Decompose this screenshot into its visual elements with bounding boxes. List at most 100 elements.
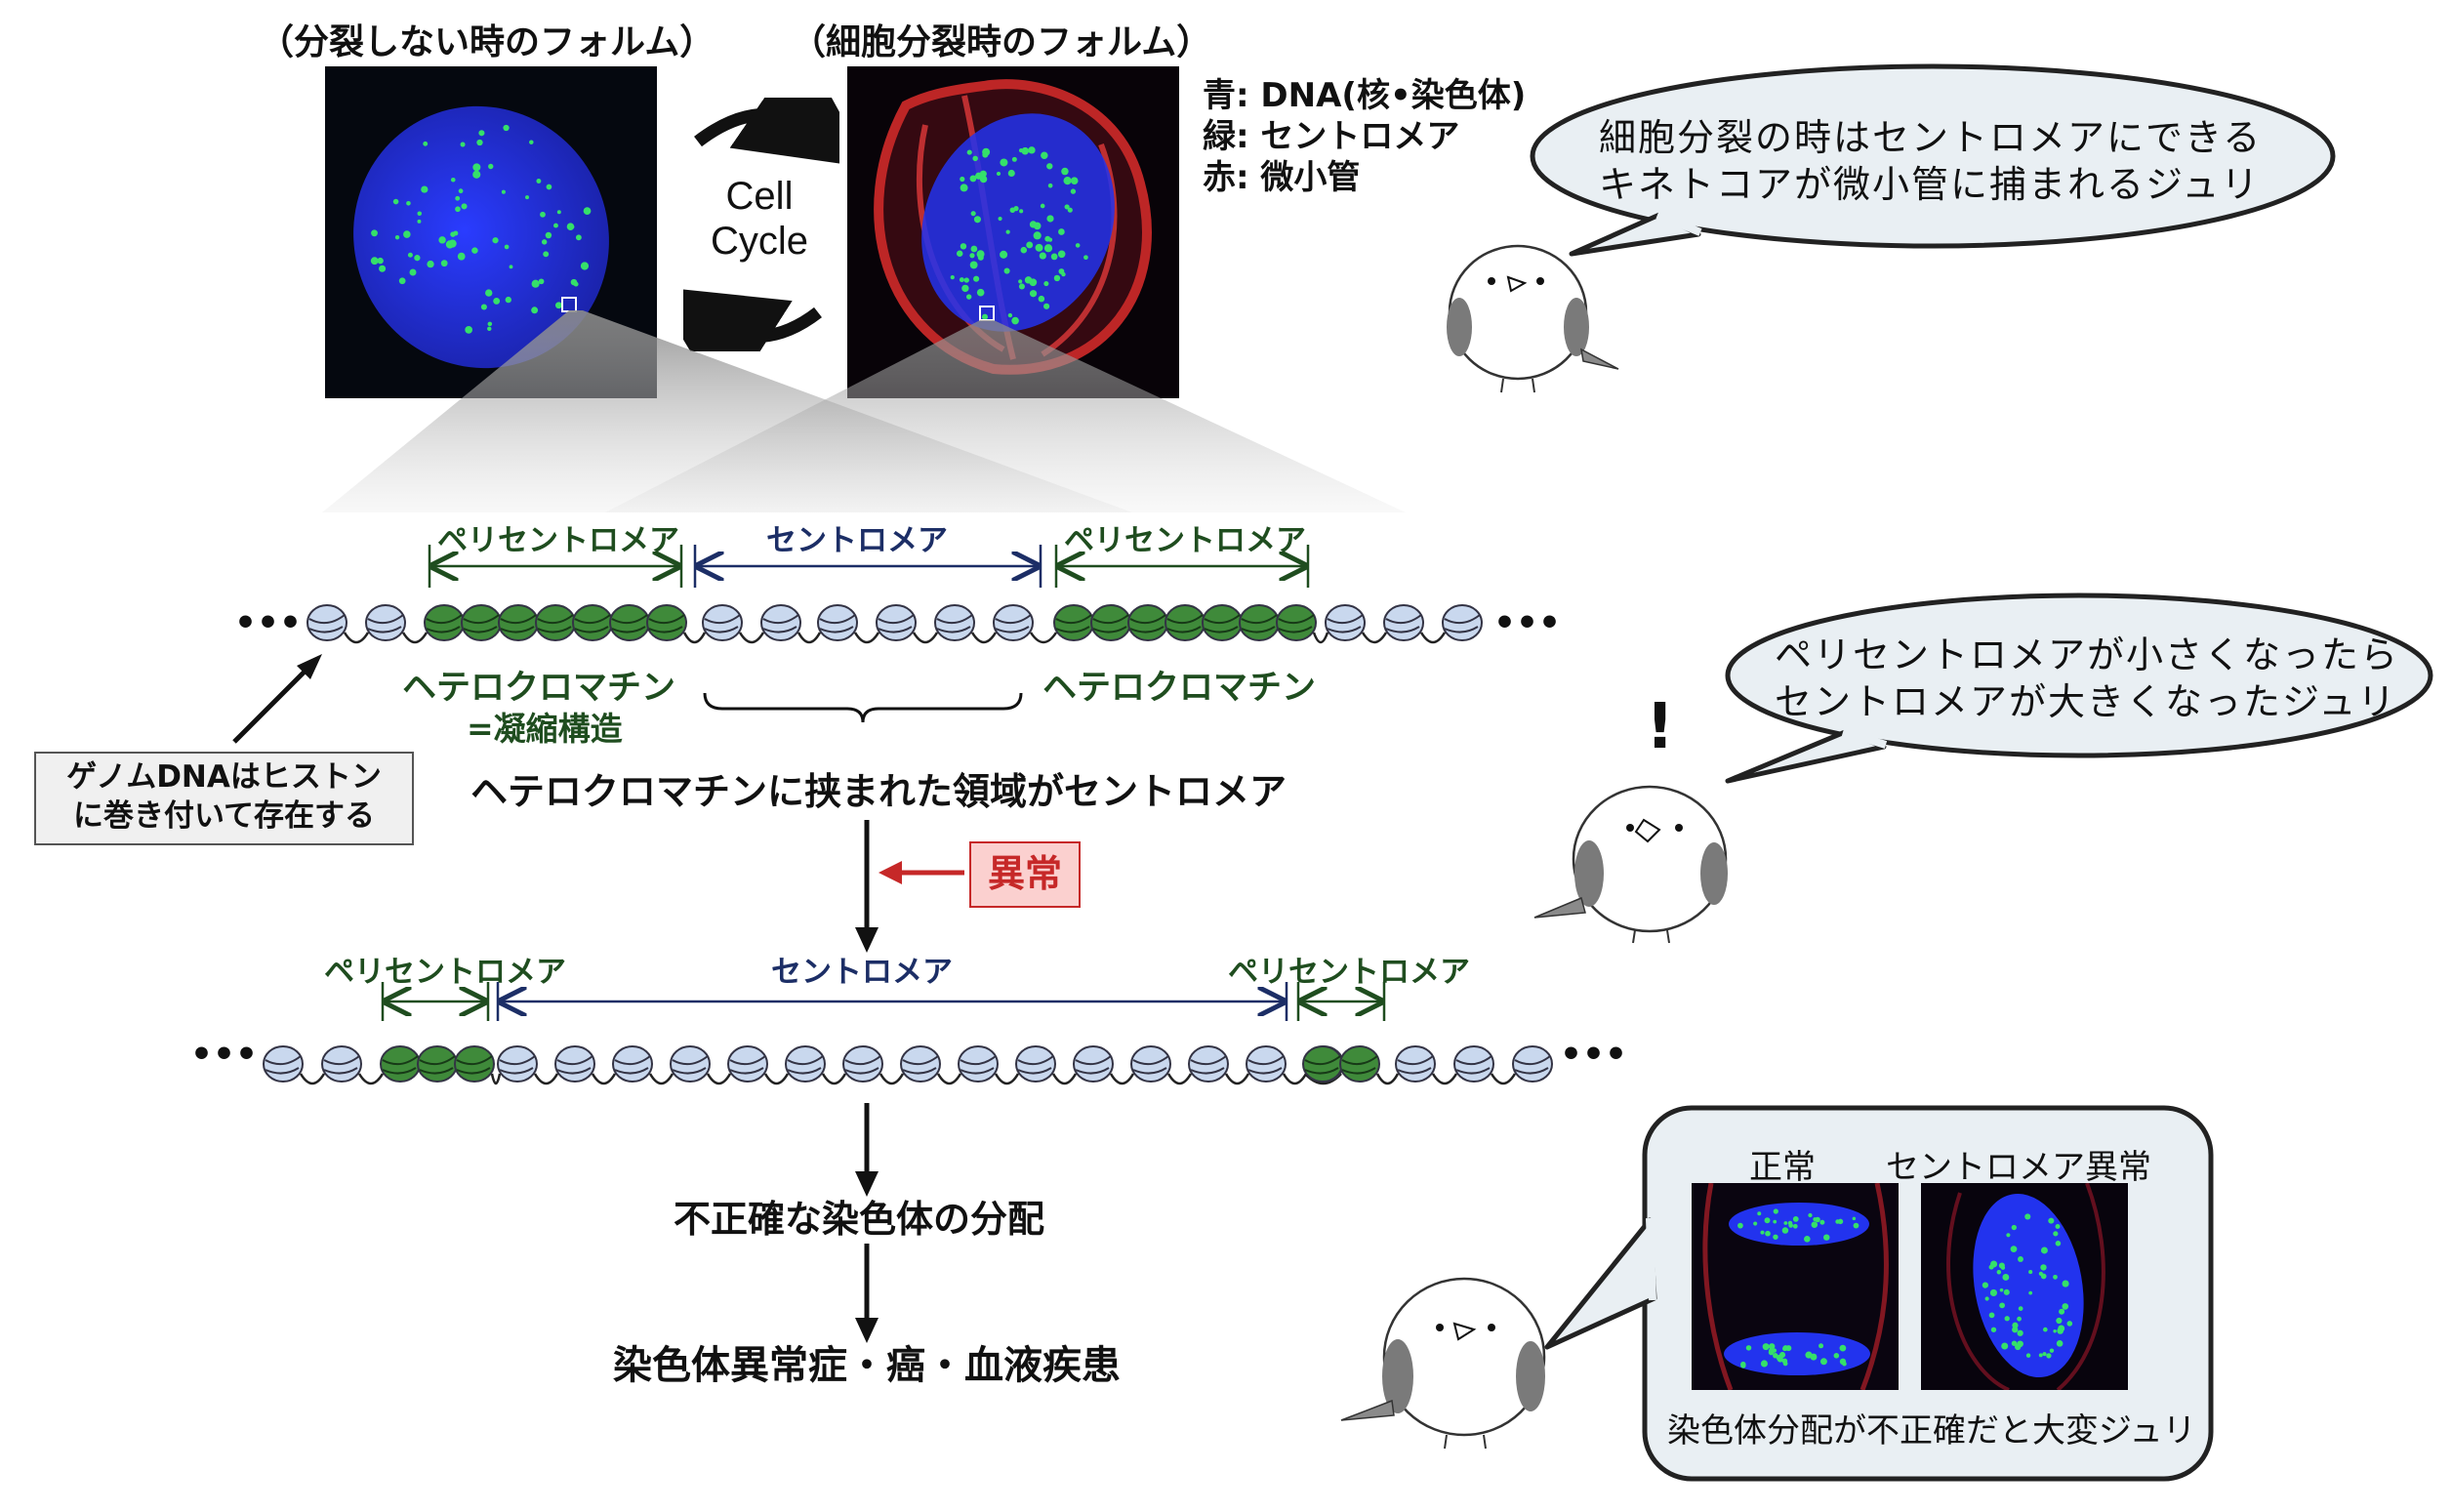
cycle-label-line2: Cycle [710, 220, 809, 263]
fluorescent-spot [2028, 1270, 2033, 1275]
fluorescent-spot [438, 236, 446, 244]
fluorescent-spot [1009, 207, 1016, 213]
fluorescent-spot [1070, 188, 1077, 194]
fluorescent-spot [961, 284, 969, 293]
fluorescent-spot [540, 211, 546, 218]
fluorescent-spot [1996, 1270, 2002, 1275]
nucleosome [993, 604, 1034, 641]
fluorescent-spot [1005, 229, 1010, 234]
fluorescent-spot [966, 149, 972, 155]
fluorescent-spot [1011, 156, 1017, 162]
fluorescent-spot [1792, 1223, 1798, 1229]
abnormal-peri-left-label: ペリセントロメア [324, 955, 566, 990]
nucleosome [760, 604, 801, 641]
fluorescent-spot [1999, 1302, 2005, 1309]
fluorescent-spot [972, 155, 978, 162]
fluorescent-spot [1021, 146, 1030, 155]
bubble3-caption: 染色体分配が不正確だと大変ジュリ [1667, 1411, 2196, 1451]
centromere-brace [703, 692, 1023, 723]
fluorescent-spot [1990, 1260, 1998, 1268]
fluorescent-spot [998, 216, 1002, 222]
dots-right-2: ••• [1560, 1035, 1628, 1075]
abnormal-division-graphic [1946, 1183, 2105, 1390]
fluorescent-spot [1018, 283, 1025, 290]
fluorescent-spot [398, 277, 406, 285]
nucleosome [842, 1045, 883, 1083]
heterochromatin-nucleosome [535, 604, 576, 641]
fluorescent-spot [950, 275, 955, 280]
fluorescent-spot [1038, 295, 1045, 303]
heterochromatin-nucleosome [380, 1045, 421, 1083]
fluorescent-spot [458, 188, 464, 194]
fluorescent-spot [969, 175, 977, 183]
fluorescent-spot [2017, 1340, 2023, 1348]
fluorescent-spot [2062, 1303, 2069, 1310]
fluorescent-spot [455, 206, 461, 213]
cell-cycle-label: Cell Cycle [701, 174, 818, 264]
nucleosome [876, 604, 917, 641]
fluorescent-spot [505, 296, 511, 304]
fluorescent-spot [1011, 316, 1019, 325]
fluorescent-spot [1760, 1360, 1768, 1368]
mitosis-cell-image [847, 66, 1179, 398]
fluorescent-spot [1043, 244, 1053, 253]
fluorescent-spot [1007, 312, 1013, 318]
nucleosome [900, 1045, 941, 1083]
fluorescent-spot [543, 251, 550, 258]
fluorescent-spot [501, 189, 506, 194]
heterochromatin-nucleosome [1202, 604, 1243, 641]
fluorescent-spot [1018, 279, 1023, 284]
outcome-step2: 染色体異常症・癌・血液疾患 [613, 1343, 1121, 1388]
fluorescent-spot [976, 288, 985, 297]
abnormal-nucleosome-chain [263, 1045, 1553, 1085]
fluorescent-spot [1061, 167, 1069, 176]
fluorescent-spot [536, 179, 542, 184]
fluorescent-spot [1053, 274, 1061, 282]
fluorescent-spot [1035, 243, 1043, 252]
nucleosome [1512, 1045, 1553, 1083]
normal-division-graphic [1702, 1183, 1889, 1390]
fluorescent-spot [394, 235, 400, 240]
bubble3-abnormal-label: セントロメア異常 [1886, 1148, 2151, 1187]
fluorescent-spot [2055, 1224, 2061, 1229]
abnormal-centromere-bracket [496, 982, 1288, 1021]
fluorescent-spot [2017, 1316, 2022, 1322]
fluorescent-spot [973, 216, 981, 224]
fluorescent-spot [1064, 204, 1070, 210]
legend-blue: 青: DNA(核•染色体) [1203, 76, 1527, 115]
fluorescent-spot [1852, 1216, 1857, 1221]
fluorescent-spot [392, 198, 399, 205]
fluorescent-spot [2002, 1274, 2010, 1281]
fluorescent-spot [485, 289, 493, 297]
fluorescent-spot [377, 257, 384, 265]
bubble1-line1: 細胞分裂の時はセントロメアにできる [1599, 116, 2263, 159]
fluorescent-spot [414, 255, 421, 262]
interphase-cell-graphic [353, 105, 609, 369]
fluorescent-spot [541, 239, 548, 245]
fluorescent-spot [2018, 1306, 2023, 1311]
fluorescent-spot [1029, 278, 1038, 287]
heterochromatin-nucleosome [1090, 604, 1131, 641]
fluorescent-spot [982, 313, 989, 320]
fluorescent-spot [1028, 146, 1036, 154]
normal-nucleosome-chain [306, 604, 1483, 644]
fluorescent-spot [1765, 1230, 1771, 1237]
nucleosome [1325, 604, 1366, 641]
heterochromatin-nucleosome [646, 604, 687, 641]
fluorescent-spot [973, 275, 980, 282]
nucleosome [1383, 604, 1424, 641]
fluorescent-spot [2046, 1353, 2052, 1359]
fluorescent-spot [963, 277, 969, 283]
heterochromatin-left-sublabel: =凝縮構造 [467, 710, 623, 748]
heterochromatin-nucleosome [498, 604, 539, 641]
fluorescent-spot [1781, 1227, 1789, 1234]
fluorescent-spot [478, 130, 485, 137]
fluorescent-spot [1837, 1218, 1844, 1225]
fluorescent-spot [956, 250, 963, 258]
nucleosome [1130, 1045, 1171, 1083]
fluorescent-spot [1029, 290, 1038, 298]
heterochromatin-nucleosome [609, 604, 650, 641]
fluorescent-spot [2012, 1327, 2019, 1333]
fluorescent-spot [569, 225, 575, 229]
fluorescent-spot [1050, 253, 1058, 261]
